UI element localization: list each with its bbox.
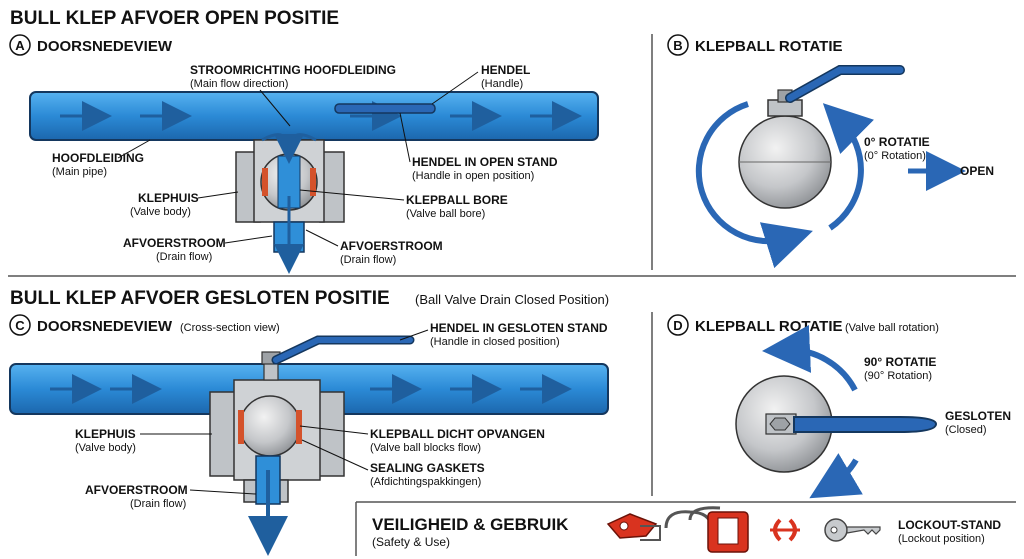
- safety-title-en: (Safety & Use): [372, 535, 450, 549]
- valve-body-c-label: KLEPHUIS: [75, 427, 136, 441]
- rotation-arrow-left: [695, 101, 813, 269]
- bottom-title-en: (Ball Valve Drain Closed Position): [415, 292, 609, 307]
- handle-label: HENDEL: [481, 63, 530, 77]
- panel-c-title: DOORSNEDEVIEW: [37, 318, 173, 335]
- flow-leader: [259, 89, 291, 127]
- valve-body-label-en: (Valve body): [130, 206, 191, 218]
- drain-c-leader: [189, 489, 257, 495]
- handle-open-label: HENDEL IN OPEN STAND: [412, 155, 558, 169]
- rotation-b-label-en: (0° Rotation): [864, 150, 926, 162]
- key-icon: [824, 518, 881, 542]
- open-state-label: OPEN: [960, 164, 994, 178]
- panel-b: B KLEPBALL ROTATIE 0° ROTATIE (0° Rotati…: [667, 34, 994, 269]
- ball-bore-label: KLEPBALL BORE: [406, 193, 508, 207]
- rotation-d-label: 90° ROTATIE: [864, 355, 936, 369]
- handle-open-label-en: (Handle in open position): [412, 170, 534, 182]
- handle-closed-label: HENDEL IN GESLOTEN STAND: [430, 321, 608, 335]
- gasket-right-c: [296, 410, 302, 444]
- ball-blocks-label: KLEPBALL DICHT OPVANGEN: [370, 427, 545, 441]
- valve-ball-closed: [239, 395, 301, 457]
- flow-label-en: (Main flow direction): [190, 78, 288, 90]
- ball-blocks-leader: [299, 425, 369, 435]
- panel-c: C DOORSNEDEVIEW (Cross-section view) HEN…: [9, 314, 609, 556]
- rotation-b-label: 0° ROTATIE: [864, 135, 930, 149]
- padlock-icon: [664, 506, 749, 553]
- badge-c-letter: C: [15, 318, 25, 333]
- rotation-arrow-bottom: [809, 453, 863, 499]
- drain-c-label-en: (Drain flow): [130, 498, 186, 510]
- drain-c-label: AFVOERSTROOM: [85, 483, 188, 497]
- panel-a: A DOORSNEDEVIEW STROOMRICHTING HOOFDLEID…: [9, 34, 599, 274]
- badge-c: [9, 314, 31, 336]
- handle-closed-leader: [399, 329, 429, 341]
- stem-nut-d: [769, 417, 791, 431]
- rotation-arrow-right: [822, 103, 874, 231]
- rotation-arrow-top: [762, 324, 858, 392]
- panel-b-title: KLEPBALL ROTATIE: [695, 38, 843, 55]
- lockout-hasp-icon: [606, 513, 661, 541]
- left-flange-c: [209, 391, 237, 477]
- ball-bore-leader: [299, 189, 405, 201]
- main-pipe-label-en: (Main pipe): [52, 166, 107, 178]
- main-pipe: [29, 91, 599, 141]
- lockout-label: LOCKOUT-STAND: [898, 518, 1001, 532]
- valve-body-c-label-en: (Valve body): [75, 442, 136, 454]
- flow-label: STROOMRICHTING HOOFDLEIDING: [190, 63, 396, 77]
- valve-body-leader: [197, 191, 239, 199]
- handle-open-leader: [399, 112, 411, 163]
- main-pipe-label: HOOFDLEIDING: [52, 151, 144, 165]
- lockout-label-en: (Lockout position): [898, 533, 985, 545]
- ball-bore-label-en: (Valve ball bore): [406, 208, 485, 220]
- handle-closed-label-en: (Handle in closed position): [430, 336, 560, 348]
- panel-d: D KLEPBALL ROTATIE (Valve ball rotation)…: [667, 314, 1011, 499]
- rotation-d-label-en: (90° Rotation): [864, 370, 932, 382]
- gaskets-leader: [301, 439, 369, 471]
- ball-blocks-label-en: (Valve ball blocks flow): [370, 442, 481, 454]
- gaskets-label: SEALING GASKETS: [370, 461, 485, 475]
- badge-a: [9, 34, 31, 56]
- hasp-clip-icon: [770, 518, 800, 542]
- drain-left-label-en: (Drain flow): [156, 251, 212, 263]
- rotation-handle-closed: [793, 416, 938, 433]
- badge-b: [667, 34, 689, 56]
- badge-d: [667, 314, 689, 336]
- badge-b-letter: B: [673, 38, 682, 53]
- drain-left-leader: [224, 235, 273, 244]
- safety-title: VEILIGHEID & GEBRUIK: [372, 515, 569, 534]
- safety-panel: VEILIGHEID & GEBRUIK (Safety & Use) LOCK…: [355, 501, 1016, 556]
- drain-right-label: AFVOERSTROOM: [340, 239, 443, 253]
- stem-c: [263, 361, 279, 381]
- right-flange-c: [317, 391, 345, 477]
- panel-c-title-en: (Cross-section view): [180, 322, 280, 334]
- closed-state-label-en: (Closed): [945, 424, 987, 436]
- panel-d-title-en: (Valve ball rotation): [845, 322, 939, 334]
- rotation-handle-open: [786, 66, 904, 102]
- gasket-left: [262, 168, 268, 196]
- handle-label-en: (Handle): [481, 78, 523, 90]
- panel-a-title: DOORSNEDEVIEW: [37, 38, 173, 55]
- gasket-left-c: [238, 410, 244, 444]
- closed-state-label: GESLOTEN: [945, 409, 1011, 423]
- main-pipe-leader: [117, 139, 151, 159]
- panel-d-title: KLEPBALL ROTATIE: [695, 318, 843, 335]
- drain-right-label-en: (Drain flow): [340, 254, 396, 266]
- badge-d-letter: D: [673, 318, 682, 333]
- handle-open: [334, 103, 436, 114]
- handle-leader: [431, 71, 479, 105]
- bottom-title: BULL KLEP AFVOER GESLOTEN POSITIE: [10, 288, 390, 309]
- rotation-handle-open-outline: [785, 65, 905, 103]
- gaskets-label-en: (Afdichtingspakkingen): [370, 476, 481, 488]
- top-title: BULL KLEP AFVOER OPEN POSITIE: [10, 8, 339, 29]
- flow-into-valve-right: [287, 133, 317, 153]
- drain-left-label: AFVOERSTROOM: [123, 236, 226, 250]
- badge-a-letter: A: [15, 38, 25, 53]
- handle-closed: [273, 337, 413, 363]
- valve-body-label: KLEPHUIS: [138, 191, 199, 205]
- drain-right-leader: [305, 229, 339, 247]
- gasket-right: [310, 168, 316, 196]
